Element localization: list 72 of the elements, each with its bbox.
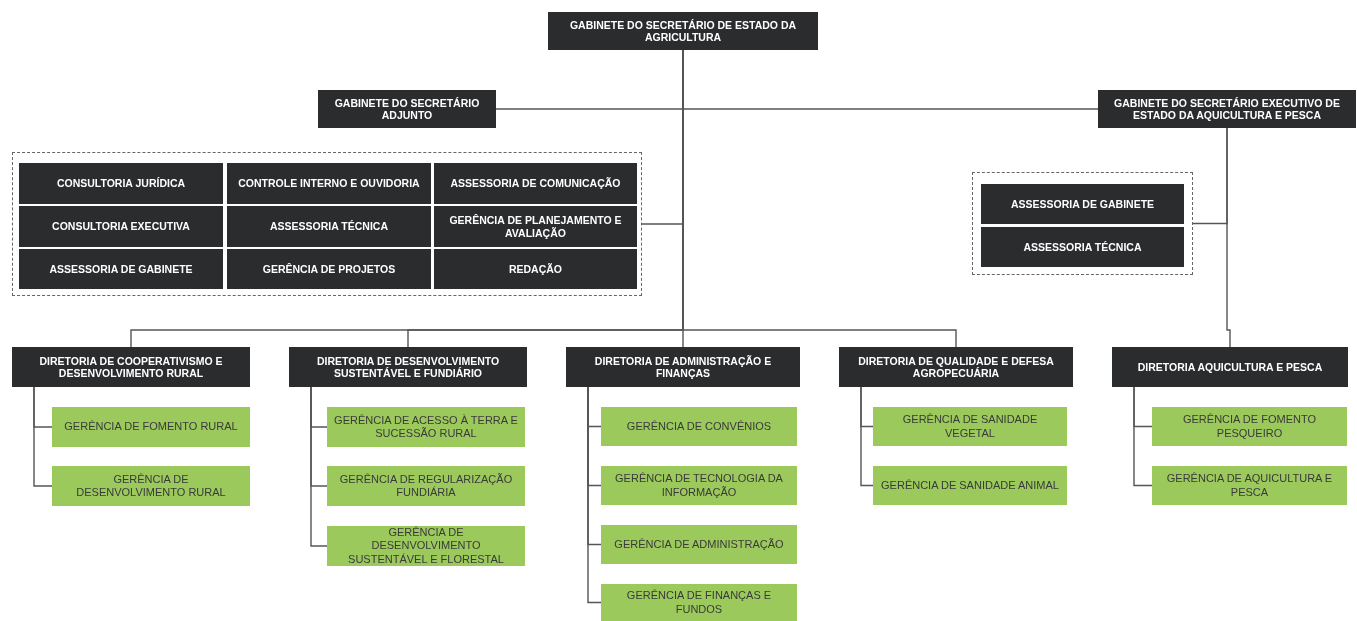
unit-box <box>227 206 431 247</box>
box-label: GABINETE DO SECRETÁRIO DE ESTADO DA AGRICULTURA <box>568 18 798 44</box>
box-label: REDAÇÃO <box>508 262 563 276</box>
management-box <box>601 407 797 446</box>
connector-line <box>1226 127 1231 348</box>
box-label: ASSESSORIA TÉCNICA <box>269 220 388 233</box>
management-box <box>52 466 250 506</box>
box-label: GERÊNCIA DE CONVÊNIOS <box>626 419 772 434</box>
box-label: GERÊNCIA DE SANIDADE VEGETAL <box>901 413 1039 440</box>
box-label: CONTROLE INTERNO E OUVIDORIA <box>238 177 420 190</box>
department-box <box>1098 90 1356 128</box>
box-label: GABINETE DO SECRETÁRIO ADJUNTO <box>333 96 481 122</box>
box-label: GERÊNCIA DE DESENVOLVIMENTO RURAL <box>75 472 227 500</box>
box-label: GERÊNCIA DE PLANEJAMENTO E AVALIAÇÃO <box>448 214 623 239</box>
box-label: GERÊNCIA DE FINANÇAS E FUNDOS <box>625 589 773 616</box>
box-label: GABINETE DO SECRETÁRIO EXECUTIVO DE ESTADO DA AQUICULTURA E PESCA <box>1113 96 1341 122</box>
unit-box <box>19 206 223 247</box>
box-label: ASSESSORIA DE COMUNICAÇÃO <box>450 177 621 190</box>
connector-line <box>33 386 53 487</box>
department-box <box>1112 347 1348 387</box>
unit-box <box>981 227 1184 267</box>
box-label: DIRETORIA DE QUALIDADE E DEFESA AGROPECUÁRIA <box>857 354 1055 380</box>
management-box <box>327 526 525 566</box>
dashed-group-frame <box>12 152 642 296</box>
box-label: CONSULTORIA JURÍDICA <box>56 177 186 190</box>
unit-box <box>434 163 637 204</box>
connector-line <box>860 386 874 487</box>
management-box <box>873 407 1067 446</box>
box-label: GERÊNCIA DE DESENVOLVIMENTO SUSTENTÁVEL E FLORESTAL <box>347 526 505 566</box>
box-label: GERÊNCIA DE SANIDADE ANIMAL <box>881 478 1059 493</box>
department-box <box>289 347 527 387</box>
box-label: GERÊNCIA DE AQUICULTURA E PESCA <box>1165 472 1334 499</box>
management-box <box>1152 407 1347 446</box>
box-label: ASSESSORIA TÉCNICA <box>1023 240 1142 254</box>
unit-box <box>19 249 223 289</box>
management-box <box>1152 466 1347 505</box>
unit-box <box>434 249 637 289</box>
management-box <box>327 407 525 447</box>
department-box <box>318 90 496 128</box>
management-box <box>601 525 797 564</box>
box-label: GERÊNCIA DE ACESSO À TERRA E SUCESSÃO RURAL <box>333 413 519 441</box>
box-label: DIRETORIA DE DESENVOLVIMENTO SUSTENTÁVEL E FUNDIÁRIO <box>315 354 501 380</box>
unit-box <box>19 163 223 204</box>
management-box <box>601 584 797 621</box>
box-label: DIRETORIA AQUICULTURA E PESCA <box>1137 360 1323 374</box>
management-box <box>601 466 797 505</box>
box-label: GERÊNCIA DE FOMENTO RURAL <box>64 420 238 434</box>
box-label: GERÊNCIA DE ADMINISTRAÇÃO <box>614 537 784 552</box>
management-box <box>327 466 525 506</box>
box-label: ASSESSORIA DE GABINETE <box>49 262 193 276</box>
unit-box <box>227 249 431 289</box>
department-box <box>566 347 800 387</box>
department-box <box>548 12 818 50</box>
box-label: CONSULTORIA EXECUTIVA <box>52 220 190 233</box>
dashed-group-frame <box>972 172 1193 275</box>
box-label: ASSESSORIA DE GABINETE <box>1010 197 1155 211</box>
box-label: GERÊNCIA DE REGULARIZAÇÃO FUNDIÁRIA <box>338 472 514 500</box>
management-box <box>873 466 1067 505</box>
box-label: GERÊNCIA DE PROJETOS <box>262 262 396 276</box>
box-label: GERÊNCIA DE TECNOLOGIA DA INFORMAÇÃO <box>614 472 784 499</box>
box-label: GERÊNCIA DE FOMENTO PESQUEIRO <box>1181 413 1317 440</box>
box-label: DIRETORIA DE COOPERATIVISMO E DESENVOLVIMENTO RURAL <box>38 354 224 380</box>
connector-line <box>587 386 602 604</box>
unit-box <box>227 163 431 204</box>
unit-box <box>434 206 637 247</box>
department-box <box>12 347 250 387</box>
department-box <box>839 347 1073 387</box>
unit-box <box>981 184 1184 224</box>
management-box <box>52 407 250 447</box>
connector-line <box>310 386 328 547</box>
connector-line <box>1133 386 1153 487</box>
box-label: DIRETORIA DE ADMINISTRAÇÃO E FINANÇAS <box>593 354 773 380</box>
